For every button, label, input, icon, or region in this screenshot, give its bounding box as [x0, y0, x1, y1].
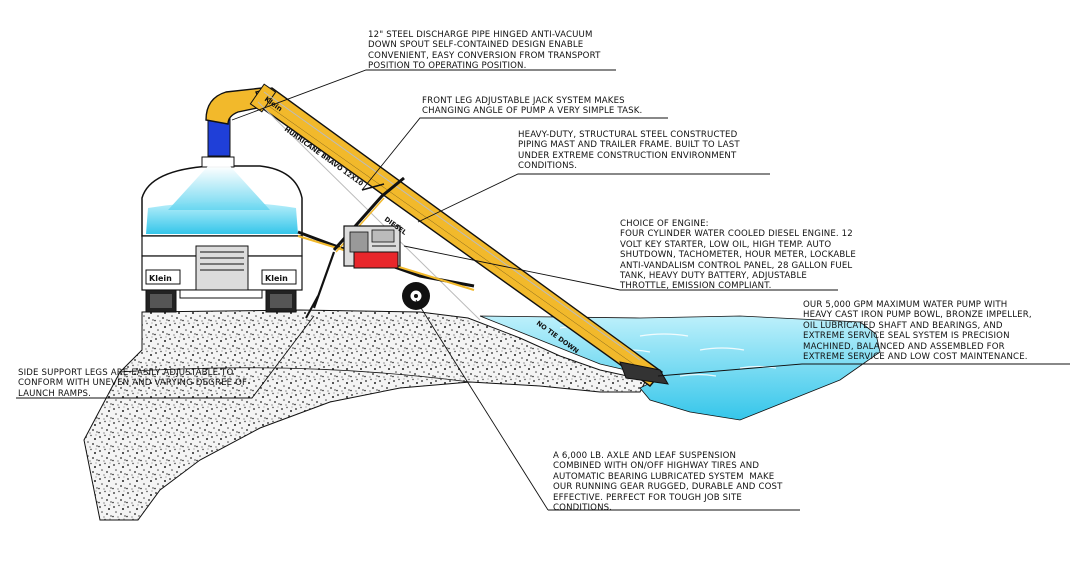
leader-pump	[657, 363, 1070, 377]
pump-mast	[205, 83, 669, 387]
callout-axle-suspension: A 6,000 LB. AXLE AND LEAF SUSPENSION COM…	[553, 451, 783, 514]
callout-side-support-legs: SIDE SUPPORT LEGS ARE EASILY ADJUSTABLE …	[18, 368, 248, 399]
ramp-edge-line	[119, 367, 471, 383]
trailer-wheel	[402, 282, 430, 310]
leader-discharge	[231, 69, 616, 121]
water-body	[479, 315, 881, 421]
leader-lines	[16, 69, 1070, 511]
callout-engine: CHOICE OF ENGINE: FOUR CYLINDER WATER CO…	[620, 219, 856, 292]
callout-piping-mast: HEAVY-DUTY, STRUCTURAL STEEL CONSTRUCTED…	[518, 130, 740, 172]
water-spray	[168, 166, 270, 210]
callout-front-leg-jack: FRONT LEG ADJUSTABLE JACK SYSTEM MAKES C…	[422, 96, 643, 117]
truck-logo-left: Klein	[149, 274, 172, 283]
leader-jack	[361, 117, 668, 191]
callout-discharge-pipe: 12" STEEL DISCHARGE PIPE HINGED ANTI-VAC…	[368, 30, 601, 72]
leader-mast	[417, 173, 770, 223]
leader-legs	[16, 315, 315, 399]
leader-engine	[403, 245, 838, 291]
diesel-engine	[343, 225, 401, 269]
callout-water-pump: OUR 5,000 GPM MAXIMUM WATER PUMP WITH HE…	[803, 300, 1032, 363]
leader-axle-2	[415, 299, 549, 511]
truck-logo-right: Klein	[265, 274, 288, 283]
